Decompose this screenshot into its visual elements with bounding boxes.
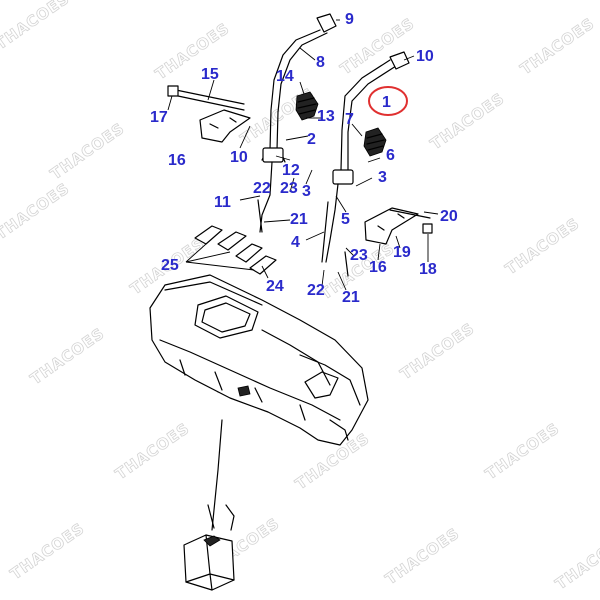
part-label: 10 — [416, 48, 434, 65]
watermark: THACOES — [47, 119, 128, 183]
part-label: 9 — [345, 11, 354, 28]
part-label: 14 — [276, 68, 294, 85]
part-label: 16 — [369, 259, 387, 276]
watermark: THACOES — [152, 19, 233, 83]
leader-lines — [167, 19, 439, 291]
cover-parts — [194, 225, 277, 275]
part-label: 16 — [168, 152, 186, 169]
watermark: THACOES — [27, 324, 108, 388]
watermark: THACOES — [0, 0, 73, 53]
watermark: THACOES — [427, 89, 508, 153]
base-frame — [149, 274, 369, 446]
part-label: 19 — [393, 244, 411, 261]
part-label: 4 — [291, 234, 300, 251]
watermark: THACOES — [7, 519, 88, 583]
part-label: 2 — [307, 131, 316, 148]
part-label: 25 — [161, 257, 179, 274]
watermark: THACOES — [482, 419, 563, 483]
part-label: 13 — [317, 108, 335, 125]
watermark: THACOES — [552, 529, 600, 593]
highlight-circle — [368, 86, 408, 116]
part-label: 15 — [201, 66, 219, 83]
part-label: 24 — [266, 278, 284, 295]
part-label: 11 — [214, 194, 231, 211]
watermark: THACOES — [517, 14, 598, 78]
part-label: 1 — [382, 94, 391, 111]
control-box — [183, 419, 235, 591]
left-lever-assembly — [259, 13, 337, 233]
part-label: 3 — [302, 183, 311, 200]
part-label: 10 — [230, 149, 248, 166]
boot-parts — [295, 91, 387, 157]
watermark: THACOES — [502, 214, 583, 278]
part-label: 17 — [150, 109, 168, 126]
link-rods — [257, 199, 349, 277]
part-label: 6 — [386, 147, 395, 164]
part-label: 18 — [419, 261, 437, 278]
part-label: 7 — [345, 111, 354, 128]
watermark: THACOES — [112, 419, 193, 483]
watermark: THACOES — [0, 179, 73, 243]
bolt-parts — [167, 85, 433, 234]
part-label: 20 — [440, 208, 458, 225]
bracket-parts — [199, 109, 419, 245]
part-label: 5 — [341, 211, 350, 228]
part-labels: 1 10 3 3 4 5 6 7 8 9 2 10 11 12 13 14 15… — [150, 11, 458, 306]
part-label: 3 — [378, 169, 387, 186]
part-label: 21 — [290, 211, 308, 228]
part-label: 22 — [253, 180, 271, 197]
part-label: 8 — [316, 54, 325, 71]
part-label: 21 — [342, 289, 360, 306]
part-label: 23 — [350, 247, 368, 264]
part-label: 22 — [307, 282, 325, 299]
part-label: 12 — [282, 162, 300, 179]
watermark: THACOES — [397, 319, 478, 383]
watermark: THACOES — [382, 524, 463, 588]
part-label: 23 — [280, 180, 298, 197]
